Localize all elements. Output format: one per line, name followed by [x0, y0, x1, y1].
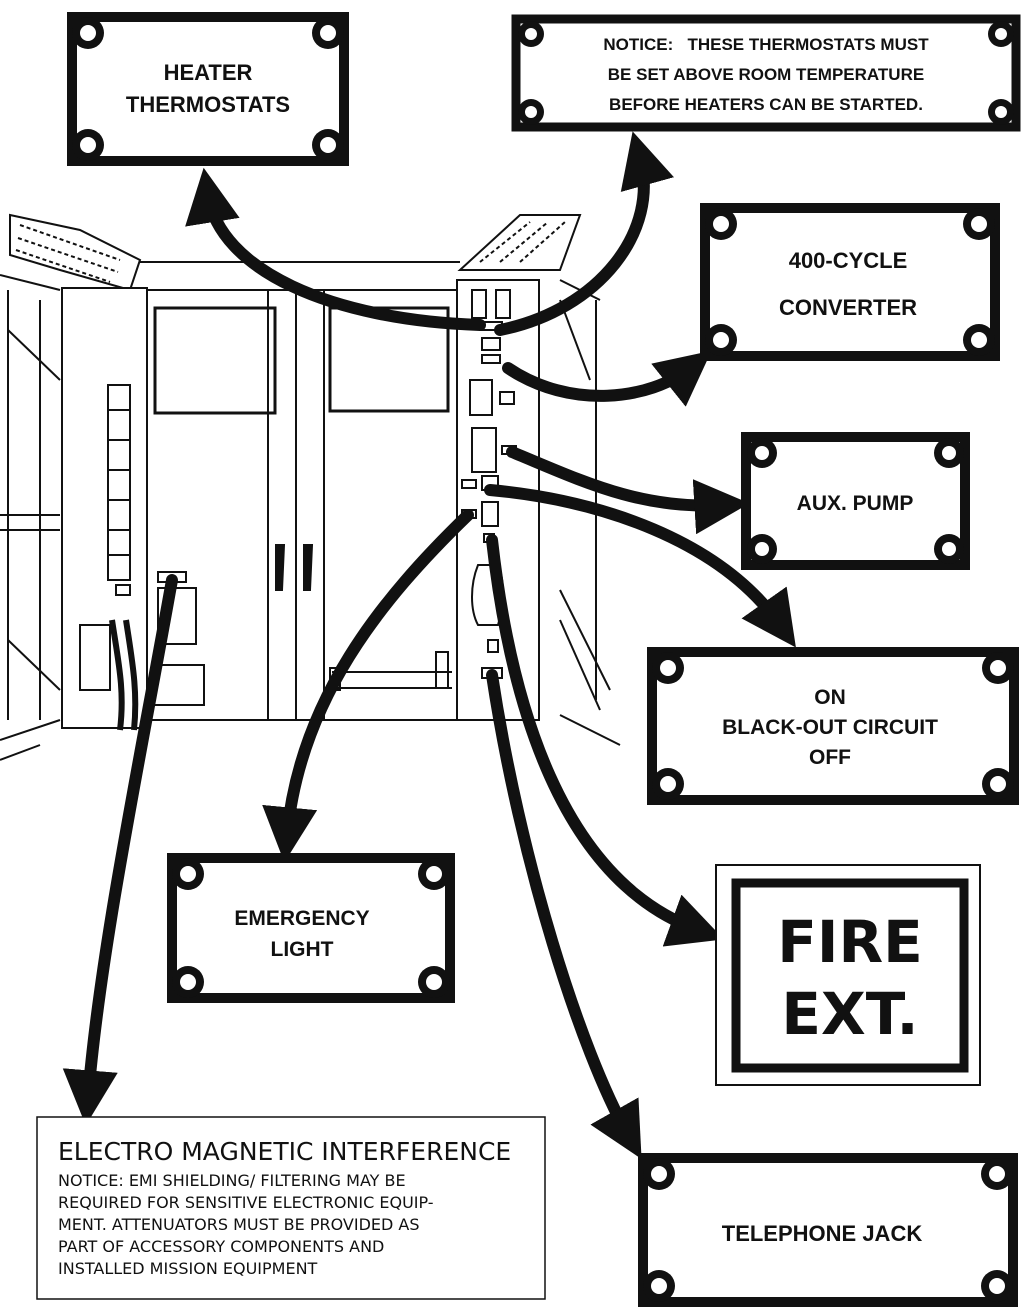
heater-thermostats-line-2: THERMOSTATS	[126, 92, 290, 117]
thermostat-notice-plate: NOTICE: THESE THERMOSTATS MUST BE SET AB…	[511, 14, 1021, 132]
telephone-jack-plate: TELEPHONE JACK	[638, 1153, 1018, 1307]
right-wall-frame	[559, 279, 611, 711]
pointer-arrows	[62, 131, 796, 1160]
emergency-light-line-2: LIGHT	[271, 938, 334, 961]
arrow-fire-ext	[486, 534, 724, 947]
arrow-emergency-light	[262, 509, 474, 863]
emi-line-2: REQUIRED FOR SENSITIVE ELECTRONIC EQUIP-	[58, 1193, 434, 1212]
converter-line-1: 400-CYCLE	[789, 248, 908, 273]
thermostat-notice-line-3: BEFORE HEATERS CAN BE STARTED.	[609, 95, 923, 114]
ceiling-vent-left	[9, 213, 142, 292]
heater-thermostats-plate: HEATER THERMOSTATS	[67, 12, 349, 166]
blackout-title: BLACK-OUT CIRCUIT	[722, 716, 938, 739]
emi-line-5: INSTALLED MISSION EQUIPMENT	[58, 1259, 318, 1278]
heater-thermostats-line-1: HEATER	[164, 60, 253, 85]
converter-line-2: CONVERTER	[779, 295, 917, 320]
left-wall-frame	[0, 290, 61, 720]
emergency-light-plate: EMERGENCY LIGHT	[167, 853, 455, 1003]
blackout-circuit-plate: ON BLACK-OUT CIRCUIT OFF	[647, 647, 1019, 805]
fire-ext-sign: FIRE EXT.	[715, 864, 981, 1086]
blackout-off-label: OFF	[809, 746, 851, 769]
shelter-illustration	[0, 213, 621, 761]
emi-notice-box: ELECTRO MAGNETIC INTERFERENCE NOTICE: EM…	[36, 1116, 546, 1300]
aux-pump-text: AUX. PUMP	[797, 492, 914, 515]
thermostat-notice-line-1: NOTICE: THESE THERMOSTATS MUST	[603, 35, 929, 54]
arrow-thermostat-notice	[494, 131, 674, 336]
aux-pump-plate: AUX. PUMP	[741, 432, 970, 570]
blackout-on-label: ON	[814, 686, 846, 709]
emi-title: ELECTRO MAGNETIC INTERFERENCE	[58, 1137, 511, 1166]
ceiling-vent-right	[457, 214, 582, 271]
arrow-telephone-jack	[486, 669, 642, 1160]
converter-plate: 400-CYCLE CONVERTER	[700, 203, 1000, 361]
telephone-jack-text: TELEPHONE JACK	[722, 1221, 923, 1246]
emergency-light-line-1: EMERGENCY	[234, 907, 369, 930]
emi-line-1: NOTICE: EMI SHIELDING/ FILTERING MAY BE	[58, 1171, 406, 1190]
heater-cabinet	[146, 289, 458, 721]
emi-line-3: MENT. ATTENUATORS MUST BE PROVIDED AS	[58, 1215, 420, 1234]
arrow-heater-thermostats	[185, 167, 486, 331]
fire-ext-line-1: FIRE	[777, 908, 922, 976]
fire-ext-line-2: EXT.	[781, 980, 918, 1048]
arrow-emi	[62, 574, 178, 1126]
arrow-aux-pump	[506, 446, 750, 535]
emi-line-4: PART OF ACCESSORY COMPONENTS AND	[58, 1237, 384, 1256]
arrow-blackout-circuit	[484, 484, 796, 648]
arrow-converter	[502, 350, 712, 407]
left-equipment-rack	[61, 287, 148, 731]
thermostat-notice-line-2: BE SET ABOVE ROOM TEMPERATURE	[608, 65, 924, 84]
